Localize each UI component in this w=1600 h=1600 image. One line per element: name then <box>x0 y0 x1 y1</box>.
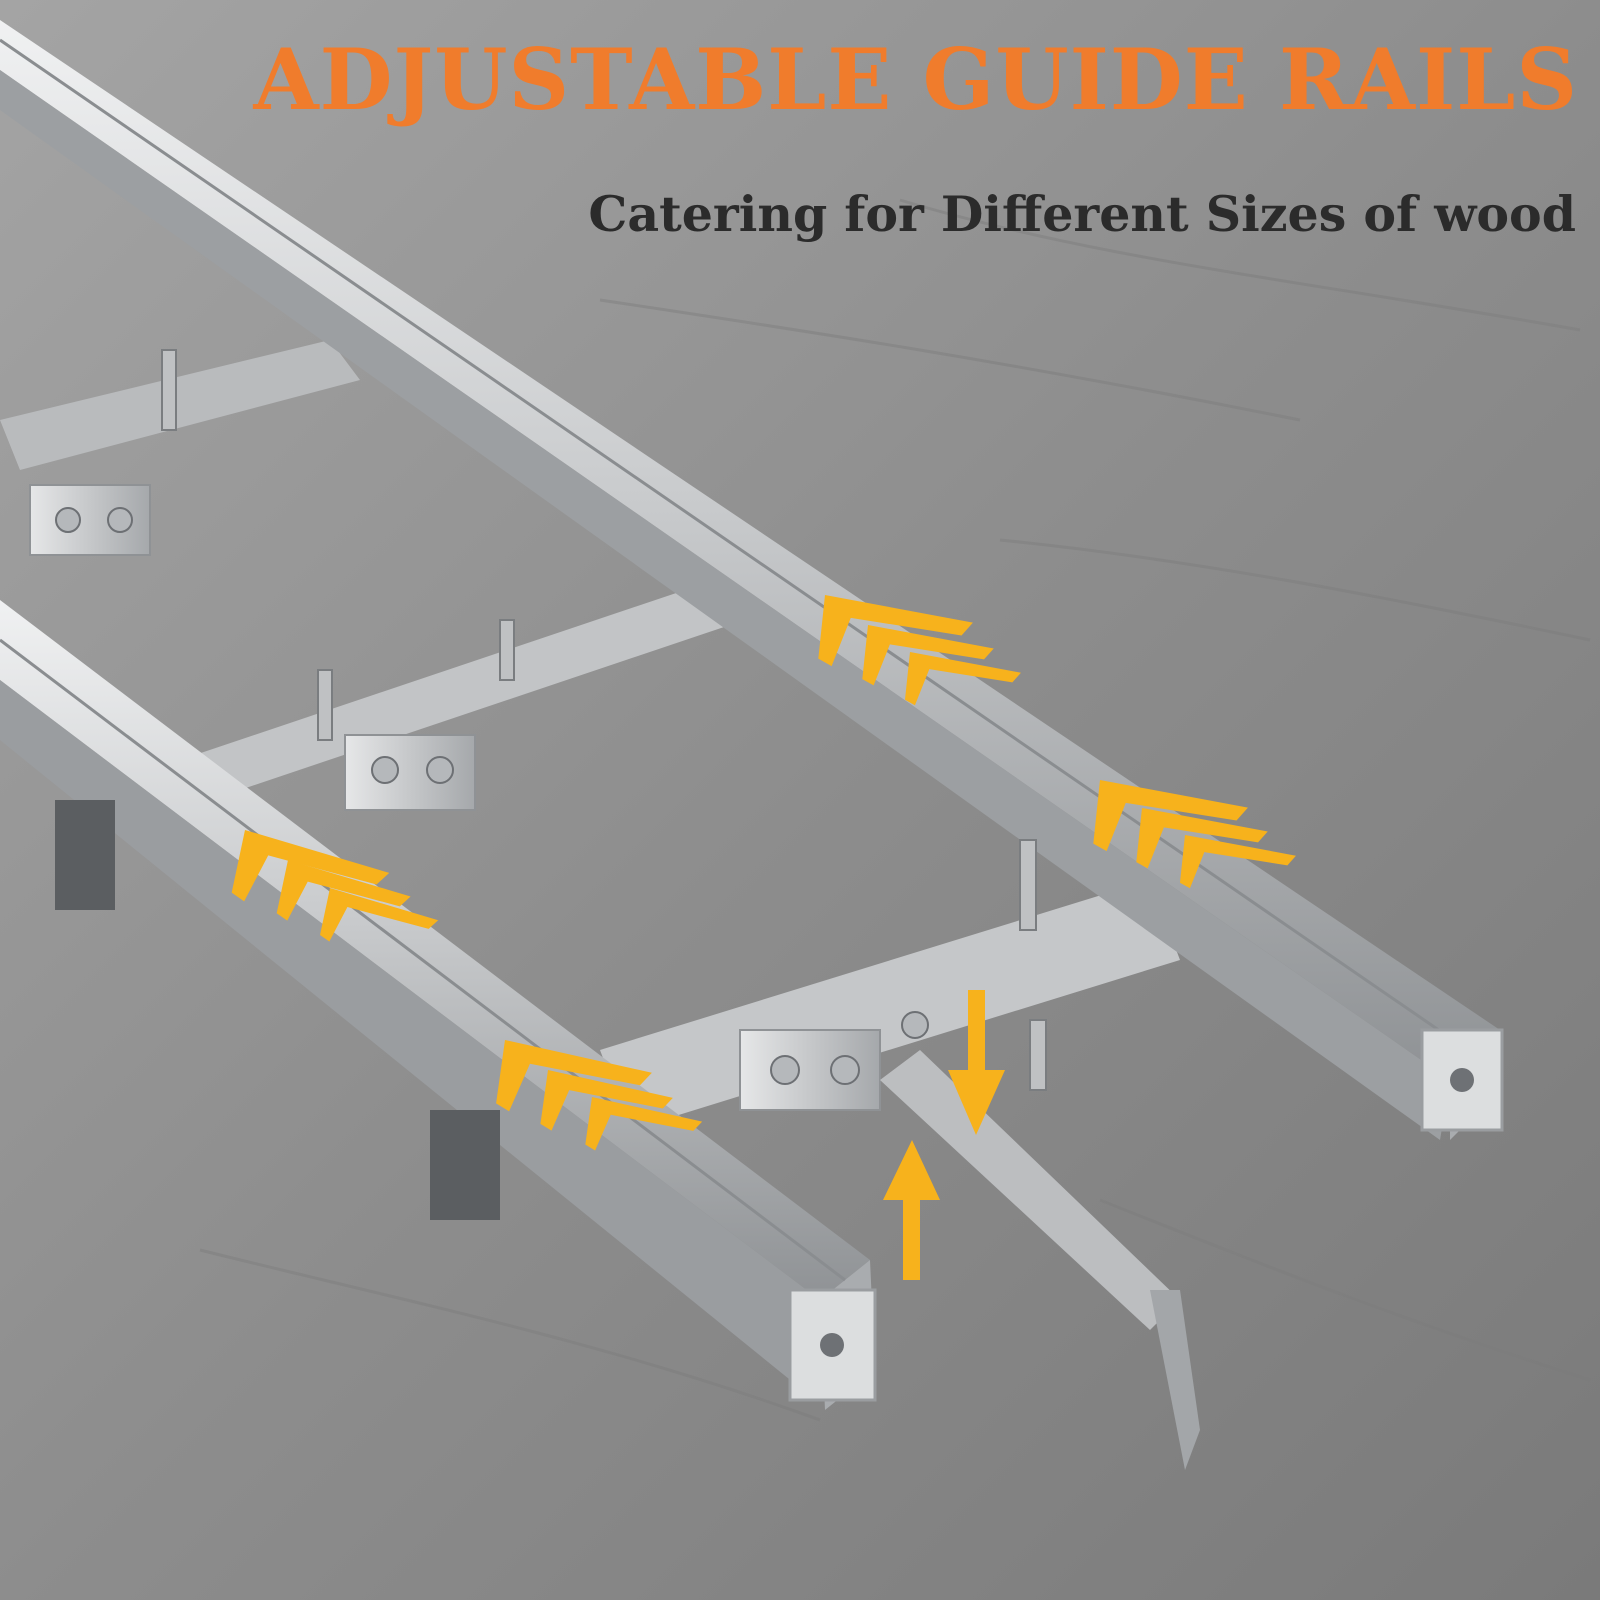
floor-texture <box>199 198 1591 1422</box>
support-leg <box>880 1050 1200 1470</box>
subline: Catering for Different Sizes of wood <box>588 185 1576 243</box>
rail-right-end-profile <box>1420 1028 1504 1132</box>
threaded-studs <box>161 349 1047 1091</box>
headline: ADJUSTABLE GUIDE RAILS <box>253 30 1578 129</box>
vertical-arrow-icon <box>883 990 1005 1280</box>
rail-left-end-profile <box>788 1288 877 1402</box>
bolts <box>55 507 929 1085</box>
brackets <box>29 484 881 1220</box>
